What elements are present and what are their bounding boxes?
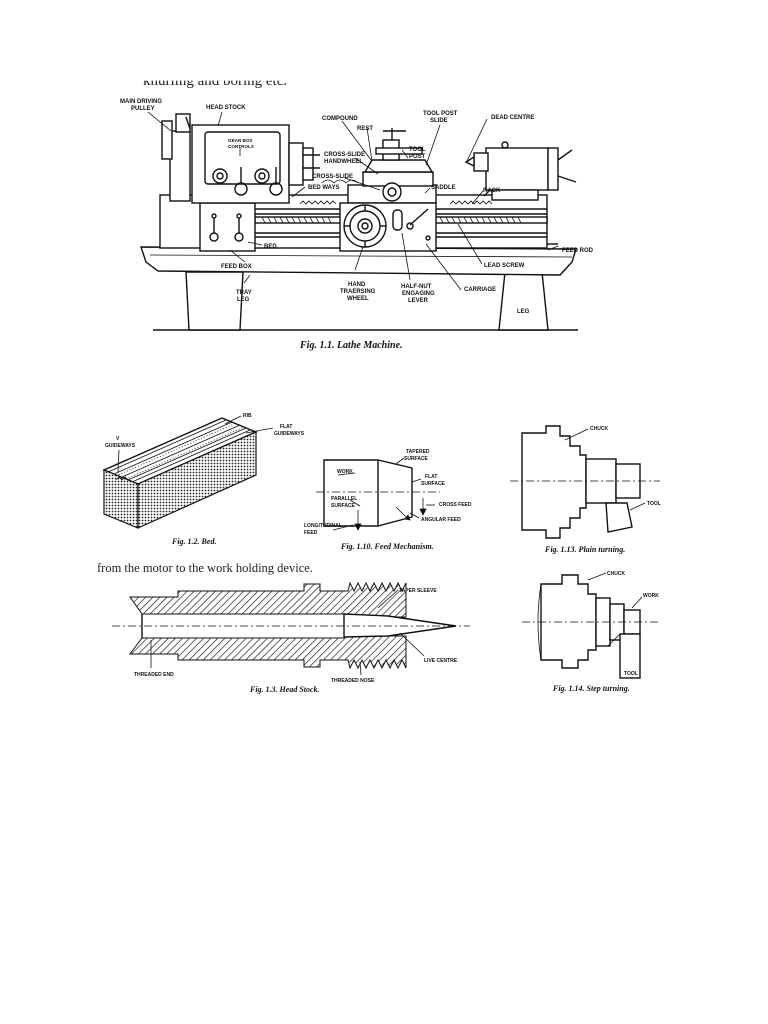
- label-threaded-nose: THREADED NOSE: [331, 678, 375, 684]
- label-chuck-step: CHUCK: [607, 571, 625, 577]
- label-slide: SLIDE: [430, 118, 448, 124]
- feed-box: [199, 202, 256, 252]
- label-longitudinal-feed: FEED: [304, 530, 318, 536]
- fig-1-2-caption: Fig. 1.2. Bed.: [172, 537, 217, 546]
- label-feed-rod: FEED ROD: [562, 248, 594, 254]
- label-v-guideways: GUIDEWAYS: [105, 443, 136, 449]
- label-cross-slide: CROSS-SLIDE: [312, 174, 353, 180]
- label-wheel: WHEEL: [347, 296, 369, 302]
- fig-1-10-caption: Fig. 1.10. Feed Mechanism.: [341, 542, 434, 551]
- top-text-fragment: knurling and boring etc.: [143, 73, 288, 89]
- label-work-step: WORK: [643, 593, 659, 599]
- label-cross-slide-handwheel: CROSS-SLIDE: [324, 152, 365, 158]
- label-flat-guideways: GUIDEWAYS: [274, 431, 305, 437]
- label-rack: RACK: [483, 188, 501, 194]
- fig-1-3-caption: Fig. 1.3. Head Stock.: [250, 685, 320, 694]
- label-feed-box: FEED BOX: [221, 264, 252, 270]
- label-live-centre: LIVE CENTRE: [424, 658, 458, 664]
- label-threaded-end: THREADED END: [134, 672, 174, 678]
- label-tool-post: TOOL: [409, 147, 426, 153]
- label-head-stock: HEAD STOCK: [206, 105, 246, 111]
- label-tool-plain: TOOL: [647, 501, 661, 507]
- label-saddle: SADDLE: [431, 185, 456, 191]
- label-tapered-surface: SURFACE: [404, 456, 429, 462]
- label-parallel-surface: SURFACE: [331, 503, 356, 509]
- label-work: WORK: [337, 469, 353, 475]
- label-angular-feed: ANGULAR FEED: [421, 517, 461, 523]
- label-tapered: TAPERED: [406, 449, 430, 455]
- label-handwheel: HANDWHEEL: [324, 159, 363, 165]
- label-chuck-plain: CHUCK: [590, 426, 608, 432]
- label-tool-step: TOOL: [624, 671, 638, 677]
- label-post: POST: [409, 154, 426, 160]
- label-carriage: CARRIAGE: [464, 287, 496, 293]
- label-flat: FLAT: [280, 424, 292, 430]
- label-rib: RIB: [243, 413, 252, 419]
- label-flat-fm: FLAT: [425, 474, 437, 480]
- fig-1-13-caption: Fig. 1.13. Plain turning.: [545, 545, 626, 554]
- label-rest: REST: [357, 126, 373, 132]
- label-engaging: ENGAGING: [402, 291, 435, 297]
- label-cross-feed: CROSS FEED: [439, 502, 472, 508]
- label-flat-surface: SURFACE: [421, 481, 446, 487]
- label-lever: LEVER: [408, 298, 429, 304]
- label-compound: COMPOUND: [322, 116, 358, 122]
- label-half-nut: HALF-NUT: [401, 284, 432, 290]
- label-gear-box-controls: CONTROLS: [228, 144, 254, 149]
- label-hand: HAND: [348, 282, 366, 288]
- label-bed-ways: BED WAYS: [308, 185, 339, 191]
- label-tool-post-slide: TOOL POST: [423, 111, 458, 117]
- label-leg: LEG: [517, 309, 530, 315]
- label-main-driving-pulley: MAIN DRIVING: [120, 99, 162, 105]
- label-lead-screw: LEAD SCREW: [484, 263, 525, 269]
- label-tray: TRAY: [236, 290, 252, 296]
- fig-1-14-caption: Fig. 1.14. Step turning.: [553, 684, 630, 693]
- label-pulley: PULLEY: [131, 106, 155, 112]
- label-parallel: PARALLEL: [331, 496, 357, 502]
- fig-1-1-caption: Fig. 1.1. Lathe Machine.: [300, 340, 403, 351]
- hand-traversing-wheel: [343, 204, 387, 248]
- label-traersing: TRAERSING: [340, 289, 376, 295]
- label-bed: BED: [264, 244, 277, 250]
- label-tray-leg: LEG: [237, 297, 250, 303]
- mid-text-fragment: from the motor to the work holding devic…: [97, 561, 313, 575]
- label-gear-box: GEAR BOX: [228, 138, 253, 143]
- label-dead-centre: DEAD CENTRE: [491, 115, 534, 121]
- label-longitudinal: LONGITUDINAL: [304, 523, 342, 529]
- label-v: V: [116, 436, 120, 442]
- label-taper-sleeve: TAPER SLEEVE: [399, 588, 437, 594]
